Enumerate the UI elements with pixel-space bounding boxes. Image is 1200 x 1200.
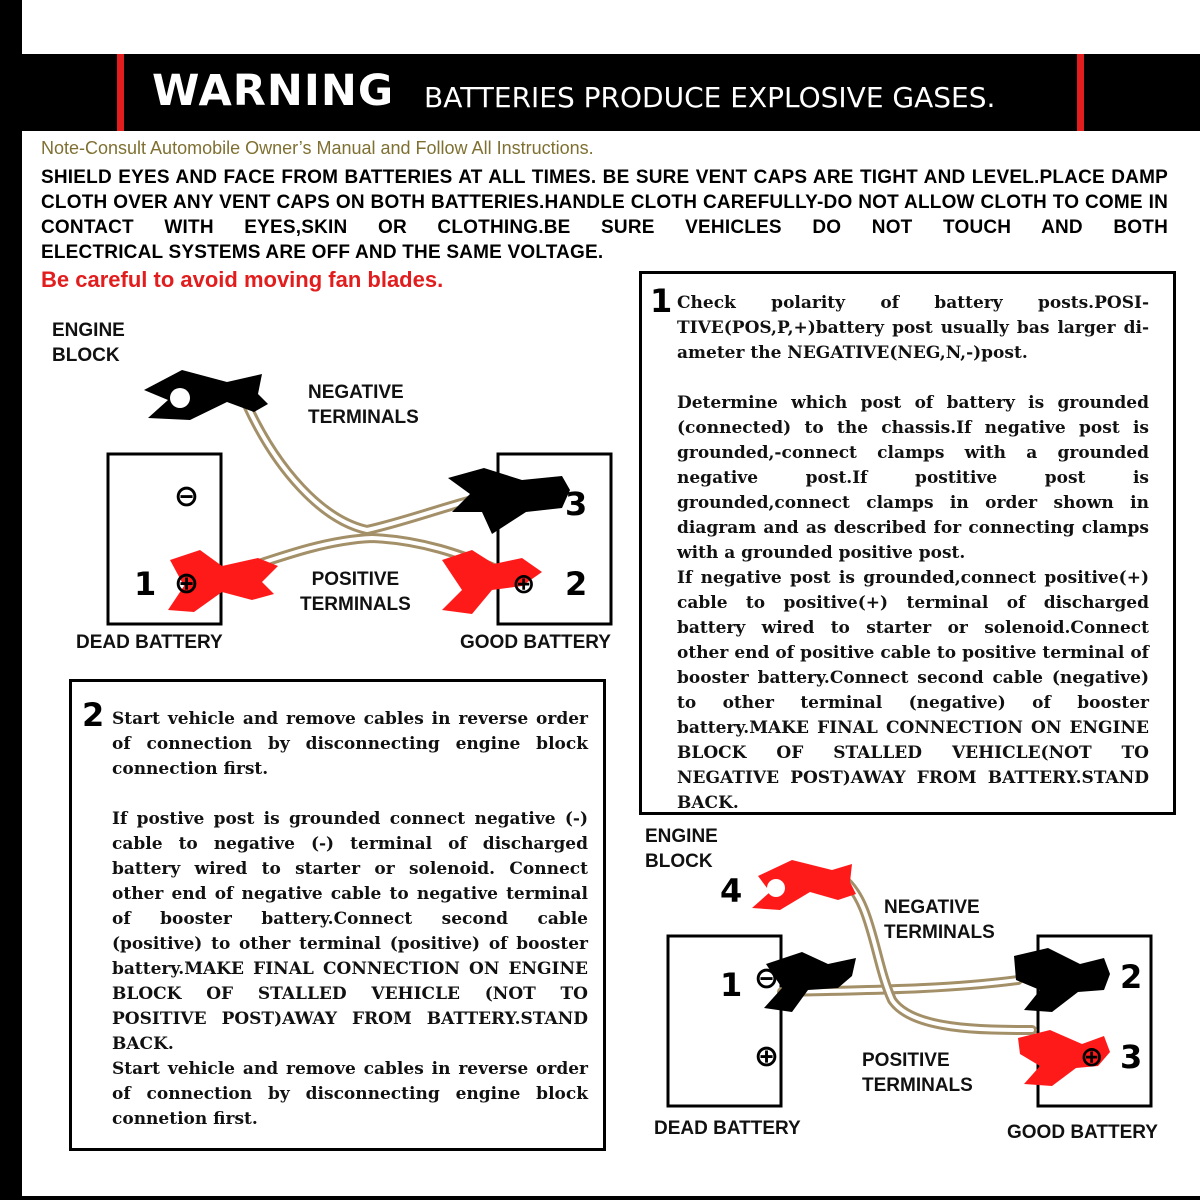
diagram2-dead-battery-label: DEAD BATTERY xyxy=(654,1118,801,1139)
dead-battery-black-clamp xyxy=(764,952,856,1012)
jump-start-diagram-negative-grounded: ⊖ ⊕ ⊖ ⊕ 1 2 3 xyxy=(106,370,613,626)
step-number-2-b: 2 xyxy=(1120,958,1142,996)
dead-battery-outline-2 xyxy=(666,934,783,1108)
manual-note: Note-Consult Automobile Owner’s Manual a… xyxy=(41,138,594,158)
fan-blade-caution: Be careful to avoid moving fan blades. xyxy=(41,267,444,292)
dead-battery-minus-icon-2: ⊖ xyxy=(754,961,779,996)
positive-cable-2 xyxy=(837,873,1037,1035)
step-number-3-b: 3 xyxy=(1120,1038,1142,1076)
good-battery-black-clamp-2 xyxy=(1014,948,1110,1012)
step2-paragraph-2: If postive post is grounded connect nega… xyxy=(112,809,588,1054)
good-battery-plus-icon: ⊕ xyxy=(512,567,535,600)
good-battery-minus-icon-2: ⊖ xyxy=(1076,964,1099,997)
jump-start-diagram-positive-grounded: ⊖ ⊕ ⊖ ⊕ 1 2 3 4 xyxy=(666,860,1153,1108)
dead-battery-plus-icon-2: ⊕ xyxy=(754,1039,779,1074)
good-battery-red-clamp xyxy=(442,550,542,614)
step2-paragraph-3: Start vehicle and remove cables in rever… xyxy=(112,1059,588,1129)
step-number-4-b: 4 xyxy=(720,872,742,910)
warning-banner xyxy=(22,54,1200,131)
diagram2-engine-block-label: ENGINE BLOCK xyxy=(645,826,718,872)
diagram2-negative-terminals-label: NEGATIVE TERMINALS xyxy=(884,897,995,943)
banner-right-accent xyxy=(1077,54,1084,131)
step2-instructions-box: 2 Start vehicle and remove cables in rev… xyxy=(69,679,606,1151)
step-number-2: 2 xyxy=(565,565,587,603)
engine-block-black-clamp xyxy=(144,370,268,420)
good-battery-red-clamp-2 xyxy=(1018,1030,1110,1086)
dead-battery-red-clamp xyxy=(168,550,278,612)
negative-cable-2 xyxy=(777,975,1023,997)
good-battery-outline-2 xyxy=(1036,934,1153,1108)
step-number-1-b: 1 xyxy=(720,966,742,1004)
step1-paragraph-3: If negative post is grounded,connect pos… xyxy=(677,568,1149,813)
good-battery-minus-icon: ⊖ xyxy=(518,482,541,515)
dead-battery-minus-icon: ⊖ xyxy=(174,479,199,514)
warning-subtitle: BATTERIES PRODUCE EXPLOSIVE GASES. xyxy=(424,81,996,114)
safety-instructions: SHIELD EYES AND FACE FROM BATTERIES AT A… xyxy=(41,167,1168,238)
step1-paragraph-1: Check polarity of battery posts.POSI­TIV… xyxy=(677,293,1149,363)
banner-left-accent xyxy=(117,54,124,131)
dead-battery-plus-icon: ⊕ xyxy=(174,566,199,601)
step1-paragraph-2: Determine which post of battery is groun… xyxy=(677,393,1149,563)
good-battery-plus-icon-2: ⊕ xyxy=(1080,1040,1103,1073)
step1-instructions-box: 1 Check polarity of battery posts.POSI­T… xyxy=(639,271,1176,815)
safety-instructions-last-line: ELECTRICAL SYSTEMS ARE OFF AND THE SAME … xyxy=(41,242,604,263)
diagram2-positive-terminals-label: POSITIVE TERMINALS xyxy=(862,1050,973,1096)
step1-number: 1 xyxy=(650,282,673,320)
good-battery-black-clamp xyxy=(448,468,570,534)
good-battery-outline xyxy=(496,452,613,626)
step-number-3: 3 xyxy=(565,485,587,523)
negative-cable xyxy=(242,400,505,536)
diagram1-engine-block-label: ENGINE BLOCK xyxy=(52,320,125,366)
warning-title: WARNING xyxy=(152,66,395,116)
diagram2-good-battery-label: GOOD BATTERY xyxy=(1007,1122,1158,1143)
diagram1-positive-terminals-label: POSITIVE TERMINALS xyxy=(300,569,411,615)
diagram1-dead-battery-label: DEAD BATTERY xyxy=(76,632,223,653)
step-number-1: 1 xyxy=(134,565,156,603)
diagram1-negative-terminals-label: NEGATIVE TERMINALS xyxy=(308,382,419,428)
step2-number: 2 xyxy=(82,696,105,734)
step2-paragraph-1: Start vehicle and remove cables in rever… xyxy=(112,709,588,779)
diagram1-good-battery-label: GOOD BATTERY xyxy=(460,632,611,653)
dead-battery-outline xyxy=(106,452,223,626)
engine-block-red-clamp xyxy=(752,860,856,910)
manual-page: WARNING BATTERIES PRODUCE EXPLOSIVE GASE… xyxy=(22,0,1200,1196)
